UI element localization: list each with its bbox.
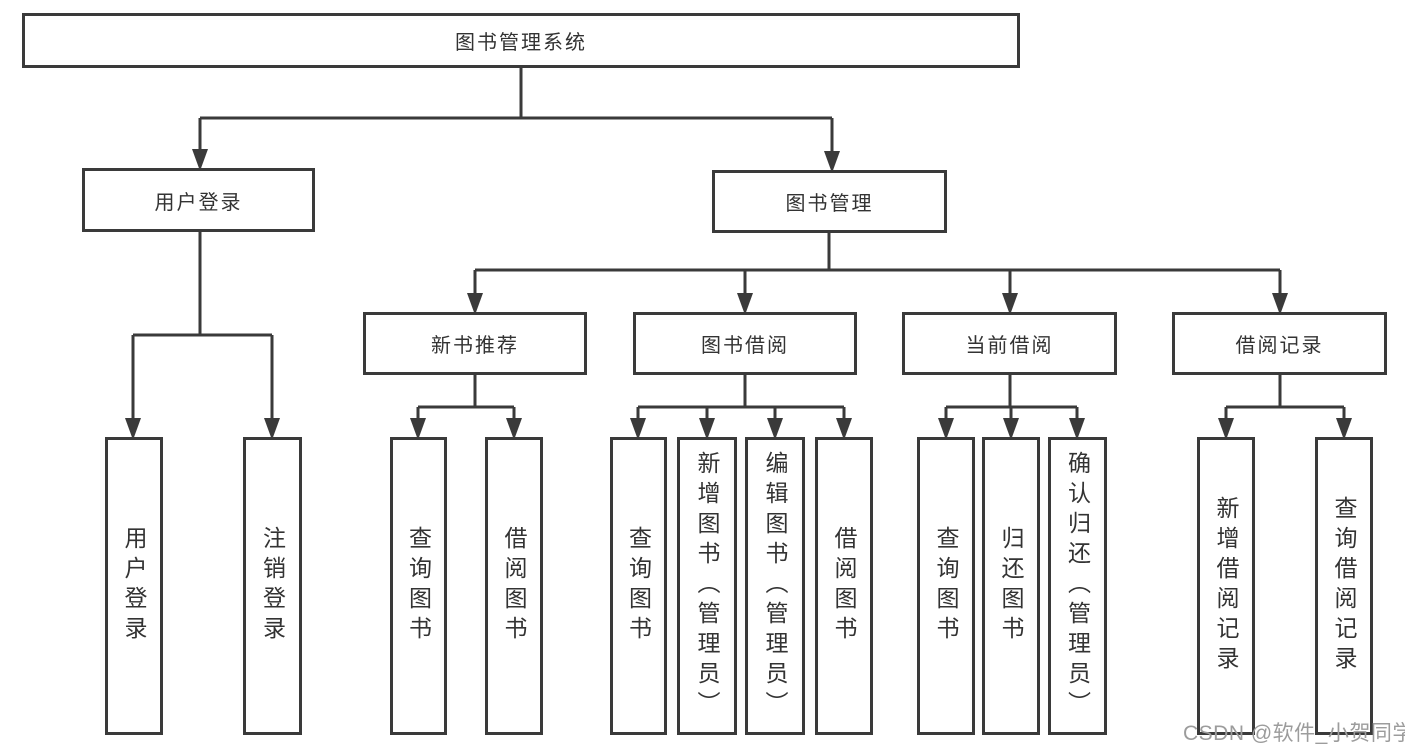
- leaf-logout: 注销登录: [243, 437, 302, 735]
- node-label: 归还图书: [998, 526, 1024, 646]
- node-label: 查询图书: [625, 526, 652, 646]
- leaf-add-books-admin: 新增图书（管理员）: [677, 437, 737, 735]
- node-book-management: 图书管理: [712, 170, 947, 233]
- leaf-borrow-books-recommend: 借阅图书: [485, 437, 543, 735]
- node-label: 借阅图书: [831, 526, 857, 646]
- node-user-login: 用户登录: [82, 168, 315, 232]
- leaf-add-borrow-record: 新增借阅记录: [1197, 437, 1255, 735]
- node-label: 新增图书（管理员）: [694, 451, 720, 721]
- leaf-query-books-borrow: 查询图书: [610, 437, 667, 735]
- node-label: 编辑图书（管理员）: [762, 451, 788, 721]
- node-label: 确认归还（管理员）: [1064, 451, 1091, 721]
- node-label: 当前借阅: [965, 335, 1054, 357]
- leaf-query-borrow-record: 查询借阅记录: [1315, 437, 1373, 735]
- leaf-user-login: 用户登录: [105, 437, 163, 735]
- node-label: 查询图书: [405, 526, 432, 646]
- leaf-query-books-recommend: 查询图书: [390, 437, 447, 735]
- node-book-borrowing: 图书借阅: [633, 312, 857, 375]
- node-label: 借阅图书: [501, 526, 527, 646]
- node-label: 查询借阅记录: [1331, 496, 1357, 676]
- node-label: 图书管理: [785, 193, 874, 215]
- arrowhead-icons: [125, 149, 1352, 440]
- node-label: 用户登录: [121, 526, 147, 646]
- node-current-borrowing: 当前借阅: [902, 312, 1117, 375]
- node-label: 借阅记录: [1235, 335, 1324, 357]
- leaf-confirm-return-admin: 确认归还（管理员）: [1048, 437, 1107, 735]
- leaf-return-books: 归还图书: [982, 437, 1040, 735]
- node-label: 注销登录: [259, 526, 286, 646]
- leaf-edit-books-admin: 编辑图书（管理员）: [745, 437, 805, 735]
- node-new-book-recommendation: 新书推荐: [363, 312, 587, 375]
- node-label: 用户登录: [154, 191, 243, 214]
- leaf-borrow-books: 借阅图书: [815, 437, 873, 735]
- node-label: 新增借阅记录: [1213, 496, 1239, 676]
- node-label: 图书借阅: [701, 335, 789, 357]
- leaf-query-books-current: 查询图书: [917, 437, 975, 735]
- node-root-library-management-system: 图书管理系统: [22, 13, 1020, 68]
- node-label: 查询图书: [933, 526, 959, 646]
- node-label: 图书管理系统: [455, 32, 587, 54]
- csdn-watermark: CSDN @软件_小贺同学: [1183, 722, 1405, 745]
- node-label: 新书推荐: [431, 335, 519, 357]
- node-borrowing-records: 借阅记录: [1172, 312, 1387, 375]
